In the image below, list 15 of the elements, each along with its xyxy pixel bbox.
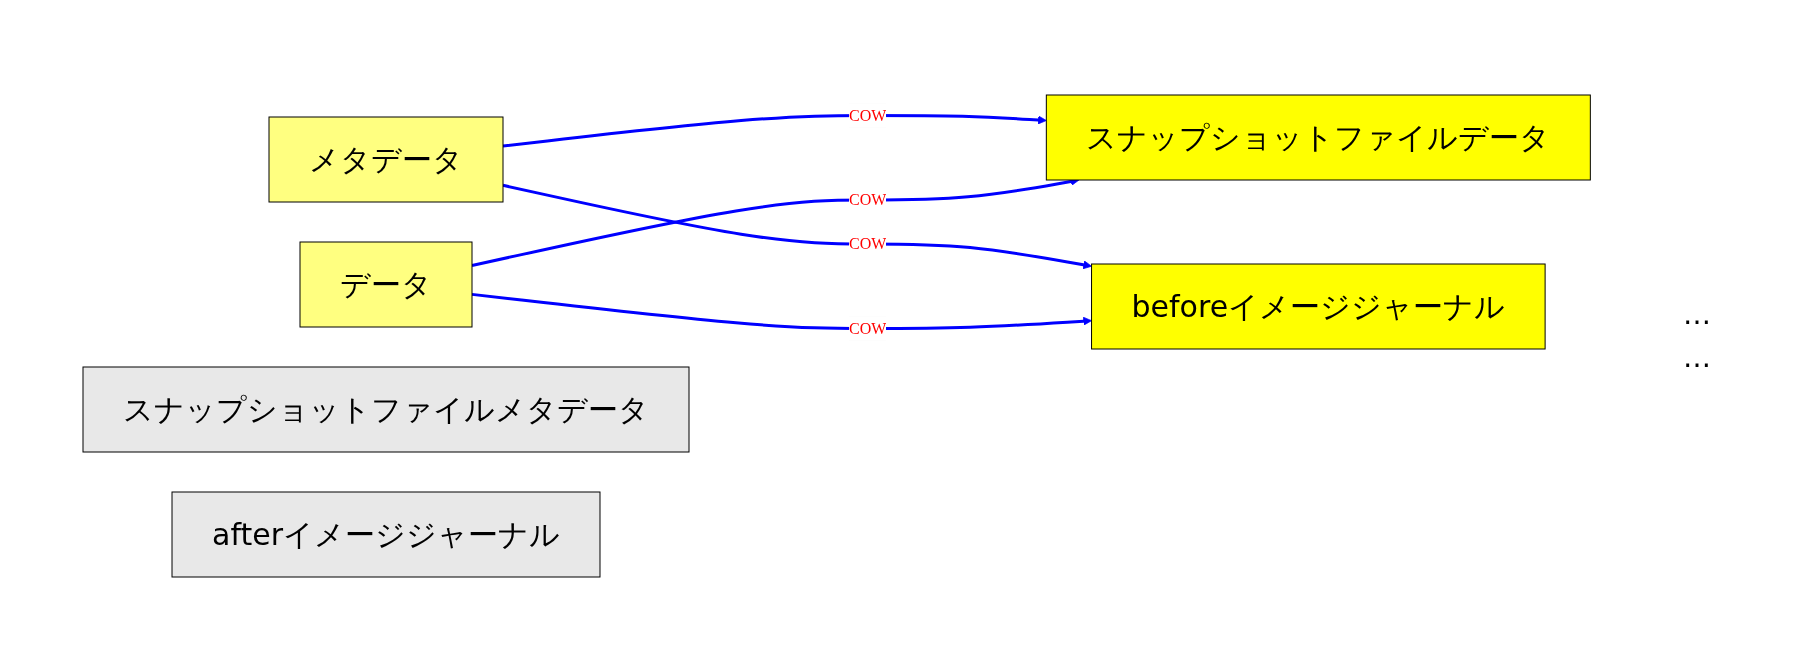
edge-label: COW xyxy=(848,319,887,337)
edge-label: COW xyxy=(848,106,887,124)
node-box: afterイメージジャーナル xyxy=(171,491,601,578)
arrow xyxy=(471,292,1092,330)
edge-label: COW xyxy=(848,235,887,252)
ellipsis-note: … xyxy=(1683,341,1712,374)
arrow xyxy=(502,114,1047,148)
node-box: スナップショットファイルメタデータ xyxy=(82,366,690,453)
arrow xyxy=(502,183,1092,270)
ellipsis-note: … xyxy=(1683,298,1712,331)
node-box: メタデータ xyxy=(268,116,504,203)
node-box: beforeイメージジャーナル xyxy=(1090,263,1546,350)
node-box: データ xyxy=(299,241,473,328)
node-box: スナップショットファイルデータ xyxy=(1045,94,1591,181)
edge-label: COW xyxy=(848,191,887,208)
